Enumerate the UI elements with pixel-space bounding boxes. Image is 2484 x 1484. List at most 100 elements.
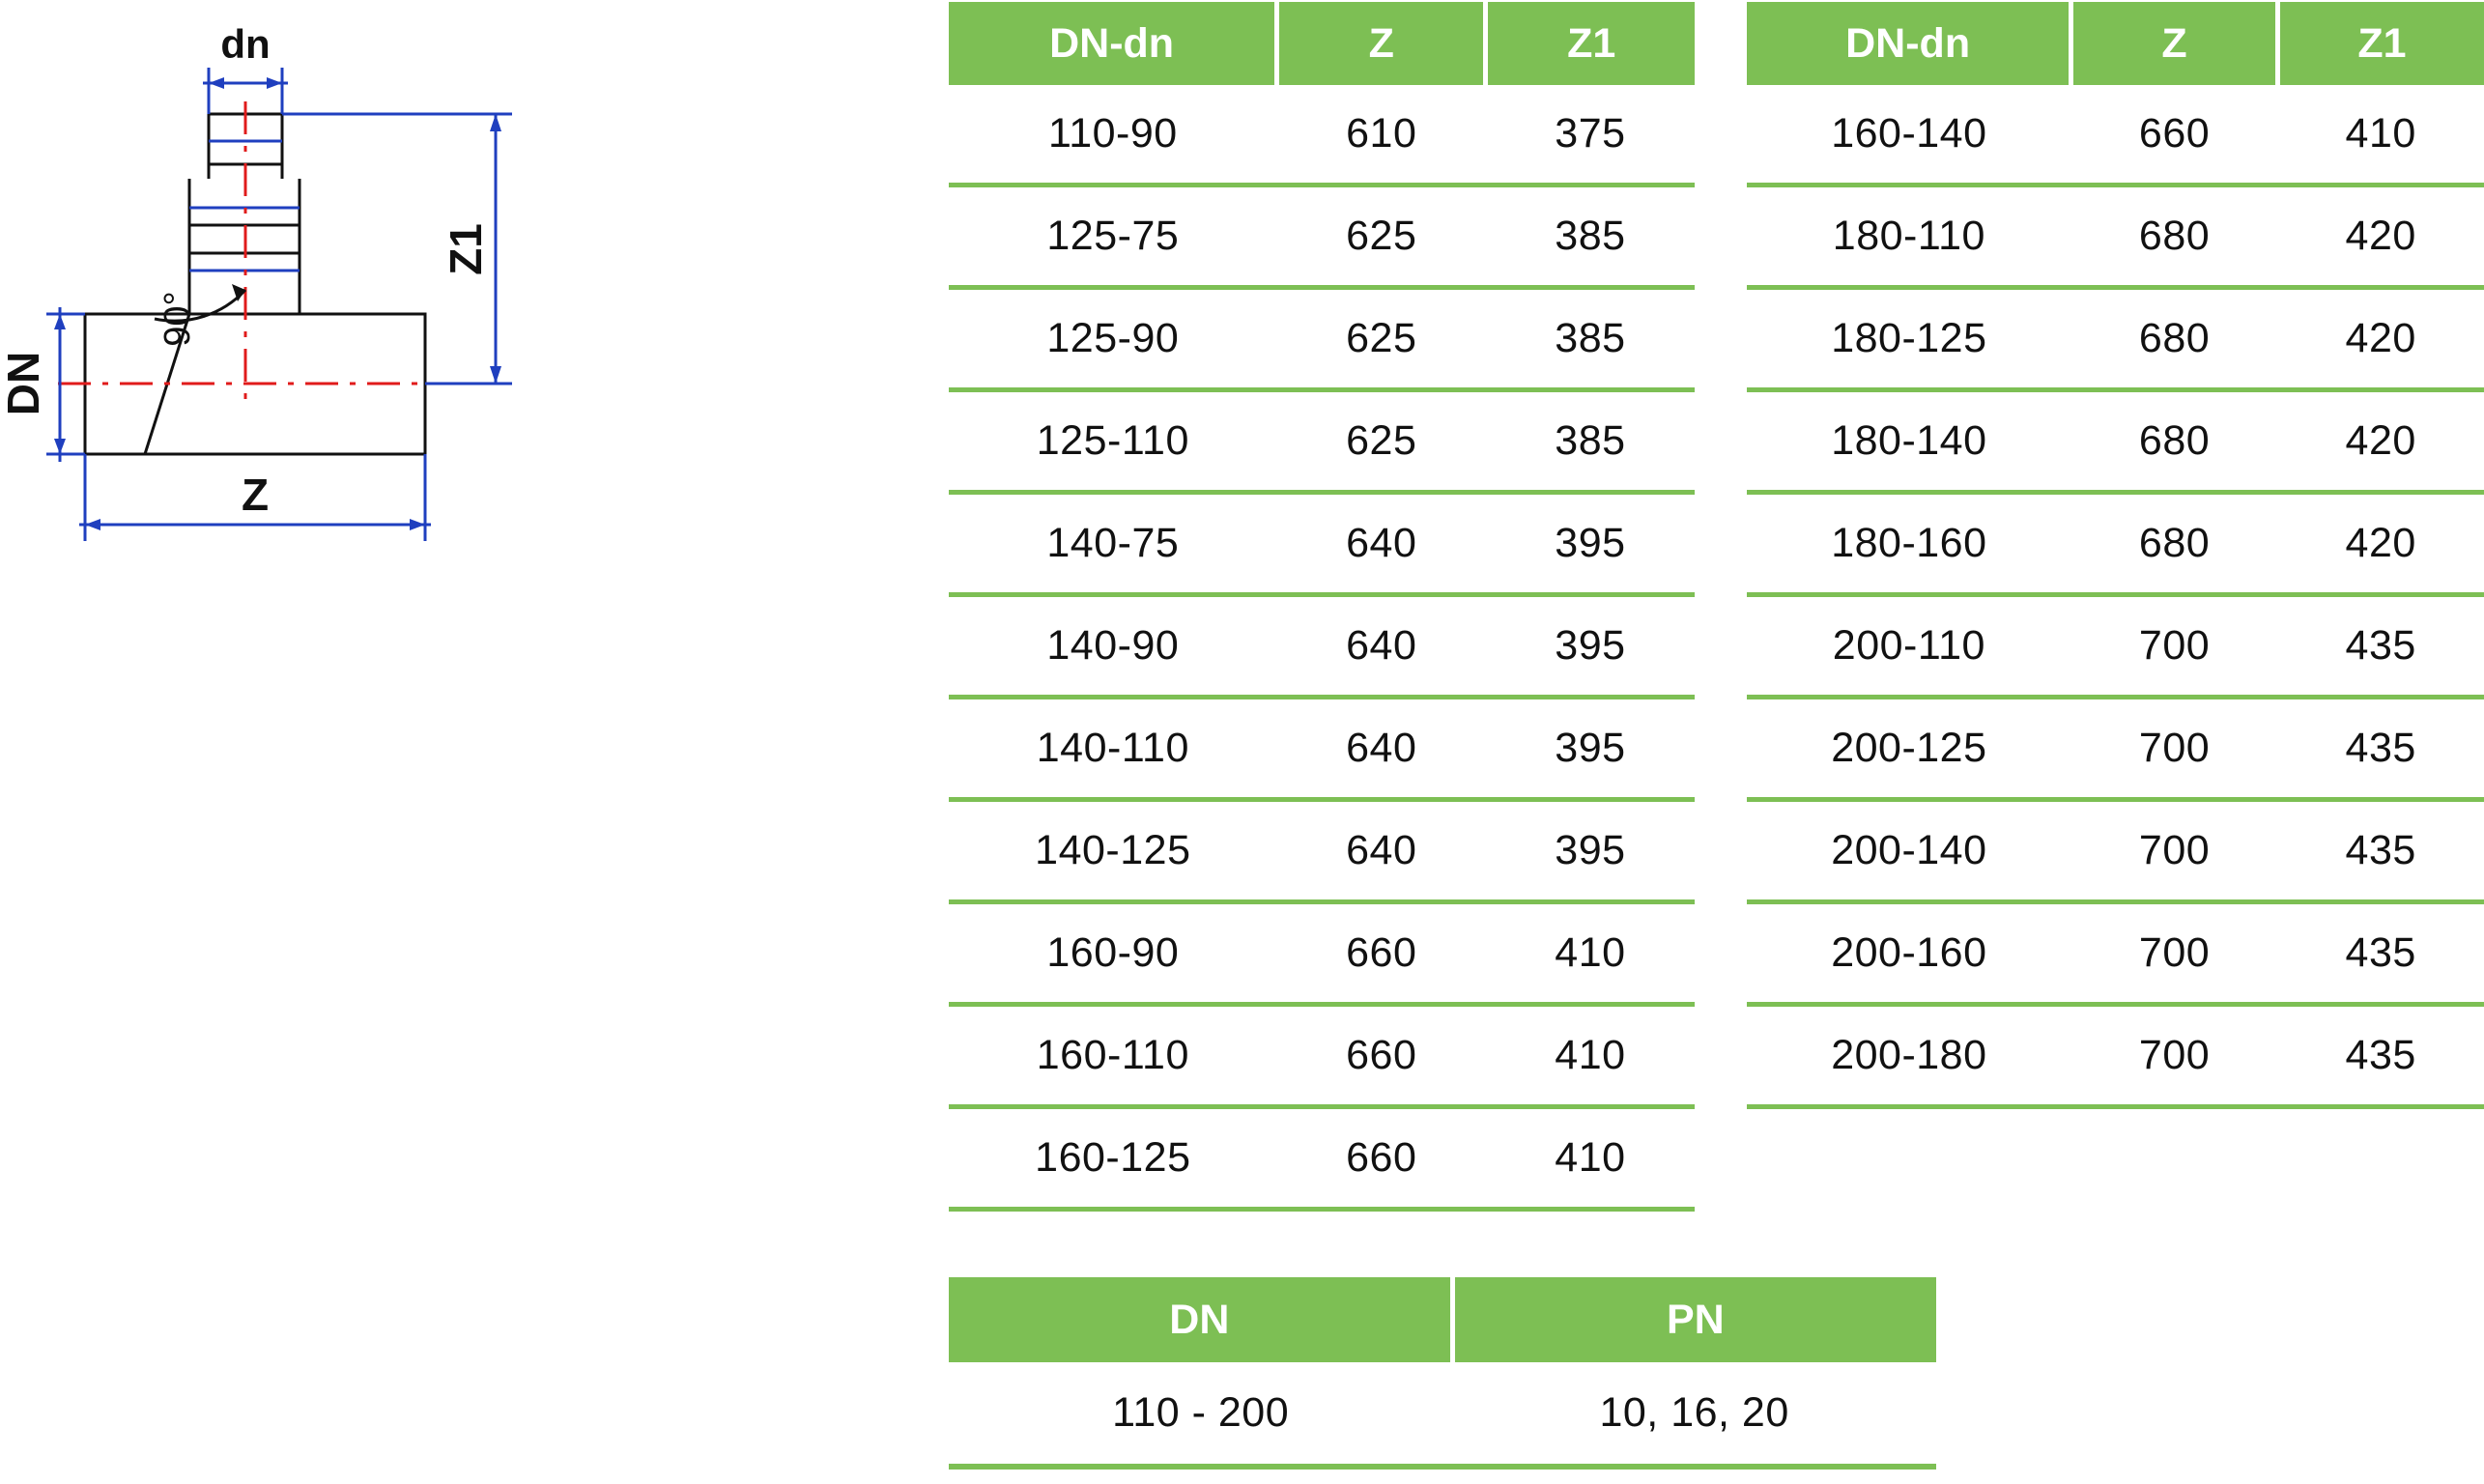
cell-z1: 395	[1485, 697, 1695, 802]
cell-z1: 395	[1485, 594, 1695, 699]
cell-dn-dn: 125-75	[949, 185, 1277, 290]
table-row: 200-180 700 435	[1747, 1004, 2484, 1109]
cell-z1: 435	[2277, 901, 2484, 1007]
table-row: 180-160 680 420	[1747, 492, 2484, 597]
table-row: 140-90 640 395	[949, 594, 1695, 699]
cell-z1: 435	[2277, 799, 2484, 904]
dimensions-table-left: DN-dn Z Z1 110-90 610 375 125-75 625 385…	[949, 2, 1695, 1212]
cell-z: 660	[2070, 85, 2278, 187]
cell-dn-dn: 125-90	[949, 287, 1277, 392]
col-header-pn: PN	[1452, 1277, 1936, 1362]
cell-z1: 435	[2277, 697, 2484, 802]
cell-z: 640	[1276, 697, 1486, 802]
cell-dn-dn: 160-90	[949, 901, 1277, 1007]
col-header-z1: Z1	[1485, 2, 1695, 85]
cell-z: 660	[1276, 901, 1486, 1007]
dim-dn-branch	[203, 68, 288, 114]
cell-z1: 420	[2277, 389, 2484, 495]
table-row: 200-125 700 435	[1747, 697, 2484, 802]
cell-dn-range: 110 - 200	[949, 1362, 1453, 1470]
col-header-dn-dn: DN-dn	[949, 2, 1280, 85]
cell-z1: 385	[1485, 185, 1695, 290]
cell-z: 680	[2070, 492, 2278, 597]
table-row: 110-90 610 375	[949, 85, 1695, 187]
table-row: 200-140 700 435	[1747, 799, 2484, 904]
cell-z: 700	[2070, 901, 2278, 1007]
cell-z: 680	[2070, 287, 2278, 392]
cell-z1: 435	[2277, 1004, 2484, 1109]
table-header-row: DN PN	[949, 1277, 1936, 1362]
dim-z-label: Z	[242, 470, 269, 520]
cell-dn-dn: 140-90	[949, 594, 1277, 699]
cell-dn-dn: 200-180	[1747, 1004, 2071, 1109]
cell-z: 700	[2070, 697, 2278, 802]
table-row: 180-140 680 420	[1747, 389, 2484, 495]
cell-dn-dn: 180-125	[1747, 287, 2071, 392]
cell-dn-dn: 140-125	[949, 799, 1277, 904]
cell-z: 640	[1276, 799, 1486, 904]
table-row: 160-110 660 410	[949, 1004, 1695, 1109]
dim-z	[79, 454, 431, 541]
cell-z: 660	[1276, 1004, 1486, 1109]
tee-fitting-drawing: 90° dn Z1 DN	[0, 0, 580, 599]
col-header-dn-dn: DN-dn	[1747, 2, 2074, 85]
cell-z: 680	[2070, 185, 2278, 290]
table-row: 200-110 700 435	[1747, 594, 2484, 699]
cell-z: 640	[1276, 492, 1486, 597]
dim-dn-main-label: DN	[0, 352, 48, 415]
table-row: 125-110 625 385	[949, 389, 1695, 495]
cell-z1: 410	[1485, 1106, 1695, 1212]
cell-z1: 385	[1485, 389, 1695, 495]
cell-z1: 395	[1485, 492, 1695, 597]
table-row: 125-75 625 385	[949, 185, 1695, 290]
col-header-z: Z	[2070, 2, 2280, 85]
dim-z1	[282, 112, 512, 385]
cell-z1: 410	[1485, 901, 1695, 1007]
cell-z: 640	[1276, 594, 1486, 699]
cell-z: 660	[1276, 1106, 1486, 1212]
table-row: 140-125 640 395	[949, 799, 1695, 904]
cell-z1: 385	[1485, 287, 1695, 392]
table-row: 110 - 200 10, 16, 20	[949, 1362, 1936, 1470]
cell-z: 700	[2070, 594, 2278, 699]
cell-dn-dn: 200-160	[1747, 901, 2071, 1007]
table-row: 200-160 700 435	[1747, 901, 2484, 1007]
cell-dn-dn: 125-110	[949, 389, 1277, 495]
table-row: 160-140 660 410	[1747, 85, 2484, 187]
cell-z: 625	[1276, 185, 1486, 290]
table-row: 140-75 640 395	[949, 492, 1695, 597]
cell-z: 680	[2070, 389, 2278, 495]
cell-z1: 420	[2277, 185, 2484, 290]
table-row: 160-125 660 410	[949, 1106, 1695, 1212]
angle-label: 90°	[157, 291, 198, 346]
dim-dn-main	[46, 307, 85, 462]
angle-annotation: 90°	[154, 284, 247, 347]
cell-dn-dn: 140-75	[949, 492, 1277, 597]
cell-dn-dn: 200-140	[1747, 799, 2071, 904]
fitting-outline	[83, 112, 427, 456]
cell-dn-dn: 160-125	[949, 1106, 1277, 1212]
table-row: 180-110 680 420	[1747, 185, 2484, 290]
cell-z1: 410	[2277, 85, 2484, 187]
col-header-z1: Z1	[2277, 2, 2484, 85]
col-header-dn: DN	[949, 1277, 1455, 1362]
table-row: 125-90 625 385	[949, 287, 1695, 392]
cell-z1: 435	[2277, 594, 2484, 699]
cell-z1: 420	[2277, 287, 2484, 392]
cell-dn-dn: 140-110	[949, 697, 1277, 802]
cell-z: 625	[1276, 287, 1486, 392]
cell-pn-values: 10, 16, 20	[1452, 1362, 1936, 1470]
dim-z1-label: Z1	[441, 223, 491, 275]
cell-z: 700	[2070, 799, 2278, 904]
centerlines	[58, 101, 454, 406]
col-header-z: Z	[1276, 2, 1489, 85]
tee-fitting-svg: 90° dn Z1 DN	[0, 21, 512, 541]
cell-z: 610	[1276, 85, 1486, 187]
dim-dn-branch-label: dn	[220, 21, 270, 67]
dimensions-table-right: DN-dn Z Z1 160-140 660 410 180-110 680 4…	[1747, 2, 2484, 1109]
cell-dn-dn: 180-110	[1747, 185, 2071, 290]
table-row: 160-90 660 410	[949, 901, 1695, 1007]
cell-dn-dn: 160-110	[949, 1004, 1277, 1109]
table-row: 180-125 680 420	[1747, 287, 2484, 392]
cell-z1: 395	[1485, 799, 1695, 904]
